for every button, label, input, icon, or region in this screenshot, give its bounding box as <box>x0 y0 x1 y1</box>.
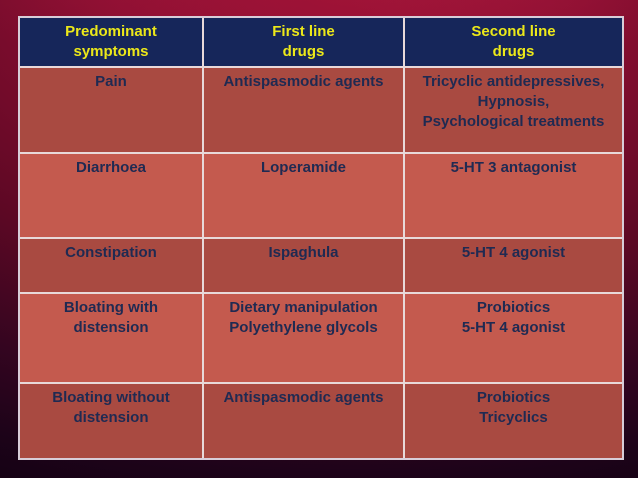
cell-diarrhoea-symptom: Diarrhoea <box>20 154 202 237</box>
header-first-line-drugs: First line drugs <box>204 18 403 66</box>
cell-pain-second-line: Tricyclic antidepressives, Hypnosis, Psy… <box>405 68 622 152</box>
cell-constipation-symptom: Constipation <box>20 239 202 292</box>
cell-diarrhoea-second-line: 5-HT 3 antagonist <box>405 154 622 237</box>
cell-pain-first-line: Antispasmodic agents <box>204 68 403 152</box>
header-predominant-symptoms: Predominant symptoms <box>20 18 202 66</box>
cell-pain-symptom: Pain <box>20 68 202 152</box>
cell-bloating-with-distension-second-line: Probiotics 5-HT 4 agonist <box>405 294 622 382</box>
cell-bloating-with-distension-first-line: Dietary manipulation Polyethylene glycol… <box>204 294 403 382</box>
cell-bloating-without-distension-first-line: Antispasmodic agents <box>204 384 403 458</box>
symptom-treatment-table: Predominant symptoms First line drugs Se… <box>18 16 624 460</box>
cell-bloating-without-distension-symptom: Bloating without distension <box>20 384 202 458</box>
cell-diarrhoea-first-line: Loperamide <box>204 154 403 237</box>
cell-constipation-second-line: 5-HT 4 agonist <box>405 239 622 292</box>
cell-bloating-without-distension-second-line: Probiotics Tricyclics <box>405 384 622 458</box>
cell-bloating-with-distension-symptom: Bloating with distension <box>20 294 202 382</box>
cell-constipation-first-line: Ispaghula <box>204 239 403 292</box>
header-second-line-drugs: Second line drugs <box>405 18 622 66</box>
